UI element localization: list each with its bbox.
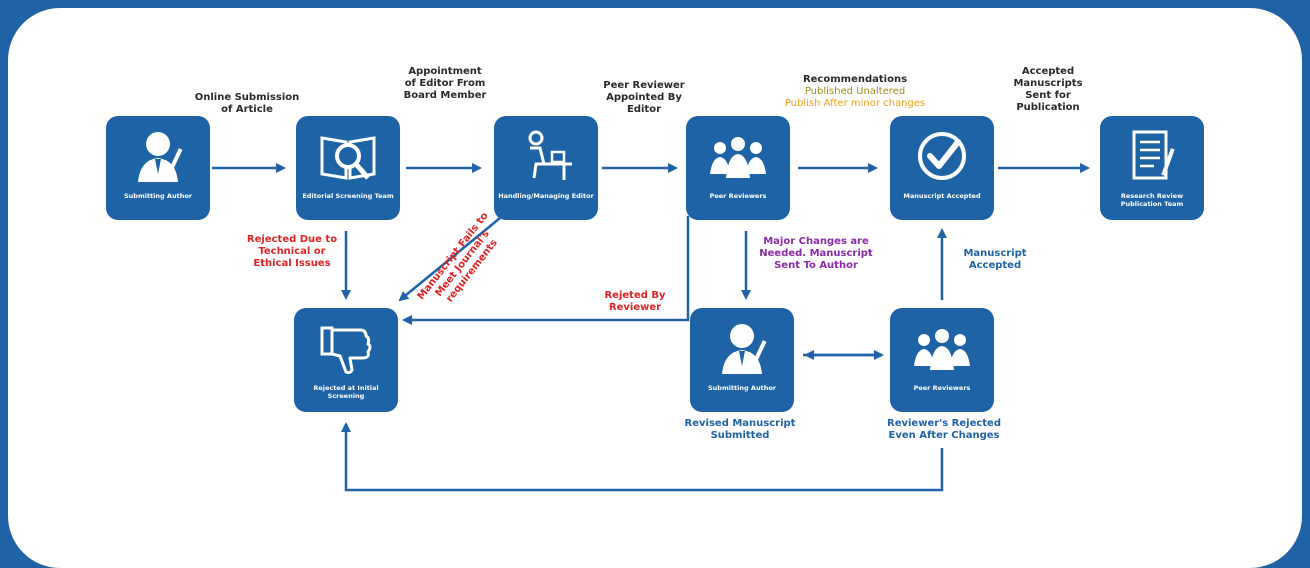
flow-arrows: [212, 163, 1090, 492]
label-rejected-technical: Rejected Due to Technical or Ethical Iss…: [246, 234, 338, 269]
label-peer-reviewer-appointed: Peer Reviewer Appointed By Editor: [603, 80, 685, 115]
node-peer-reviewers-2: Peer Reviewers: [890, 308, 994, 412]
arrow-reviewers2-to-rejected: [341, 422, 944, 492]
editor-desk-icon: [528, 130, 572, 180]
arrow-reviewers-to-rejected: [402, 216, 690, 325]
arrow-editor-to-rejected: [398, 217, 501, 302]
node-handling-editor: Handling/Managing Editor: [494, 116, 598, 220]
label-revised-submitted: Revised Manuscript Submitted: [684, 418, 796, 441]
node-manuscript-accepted: Manuscript Accepted: [890, 116, 994, 220]
label-reviewer-rejected-after: Reviewer's Rejected Even After Changes: [887, 418, 1001, 441]
label-manuscript-accepted-2: Manuscript Accepted: [963, 248, 1027, 271]
node-rejected-initial: Rejected at Initial Screening: [294, 308, 398, 412]
node-submitting-author-2: Submitting Author: [690, 308, 794, 412]
node-label: Handling/Managing Editor: [498, 192, 594, 200]
label-appointment-editor: Appointment of Editor From Board Member: [403, 66, 487, 101]
node-label: Submitting Author: [707, 384, 776, 392]
document-icon: [1132, 130, 1175, 180]
label-online-submission: Online Submission of Article: [194, 92, 300, 115]
people-group-icon: [710, 137, 766, 178]
label-publish-minor: Publish After minor changes: [784, 98, 926, 109]
label-accepted-sent: Accepted Manuscripts Sent for Publicatio…: [1013, 66, 1083, 113]
node-label: Peer Reviewers: [709, 192, 767, 200]
diagram-panel: [8, 8, 1302, 568]
node-label: Manuscript Accepted: [903, 192, 981, 200]
check-circle-icon: [918, 132, 966, 180]
label-major-changes: Major Changes are Needed. Manuscript Sen…: [759, 236, 873, 271]
node-editorial-screening: Editorial Screening Team: [296, 116, 400, 220]
node-label: Research Review Publication Team: [1120, 192, 1184, 208]
node-label: Editorial Screening Team: [302, 192, 394, 200]
node-submitting-author: Submitting Author: [106, 116, 210, 220]
thumbs-down-icon: [320, 326, 372, 375]
node-label: Submitting Author: [123, 192, 192, 200]
people-group-icon: [914, 329, 970, 370]
author-icon: [722, 324, 767, 374]
label-rejected-by-reviewer: Rejeted By Reviewer: [604, 290, 666, 313]
node-research-review: Research Review Publication Team: [1100, 116, 1204, 220]
label-published-unaltered: Published Unaltered: [804, 86, 906, 97]
magnifier-book-icon: [320, 136, 376, 180]
node-label: Rejected at Initial Screening: [313, 384, 379, 400]
node-peer-reviewers: Peer Reviewers: [686, 116, 790, 220]
node-label: Peer Reviewers: [913, 384, 971, 392]
author-icon: [138, 132, 183, 182]
label-recommendations: Recommendations: [802, 74, 908, 85]
